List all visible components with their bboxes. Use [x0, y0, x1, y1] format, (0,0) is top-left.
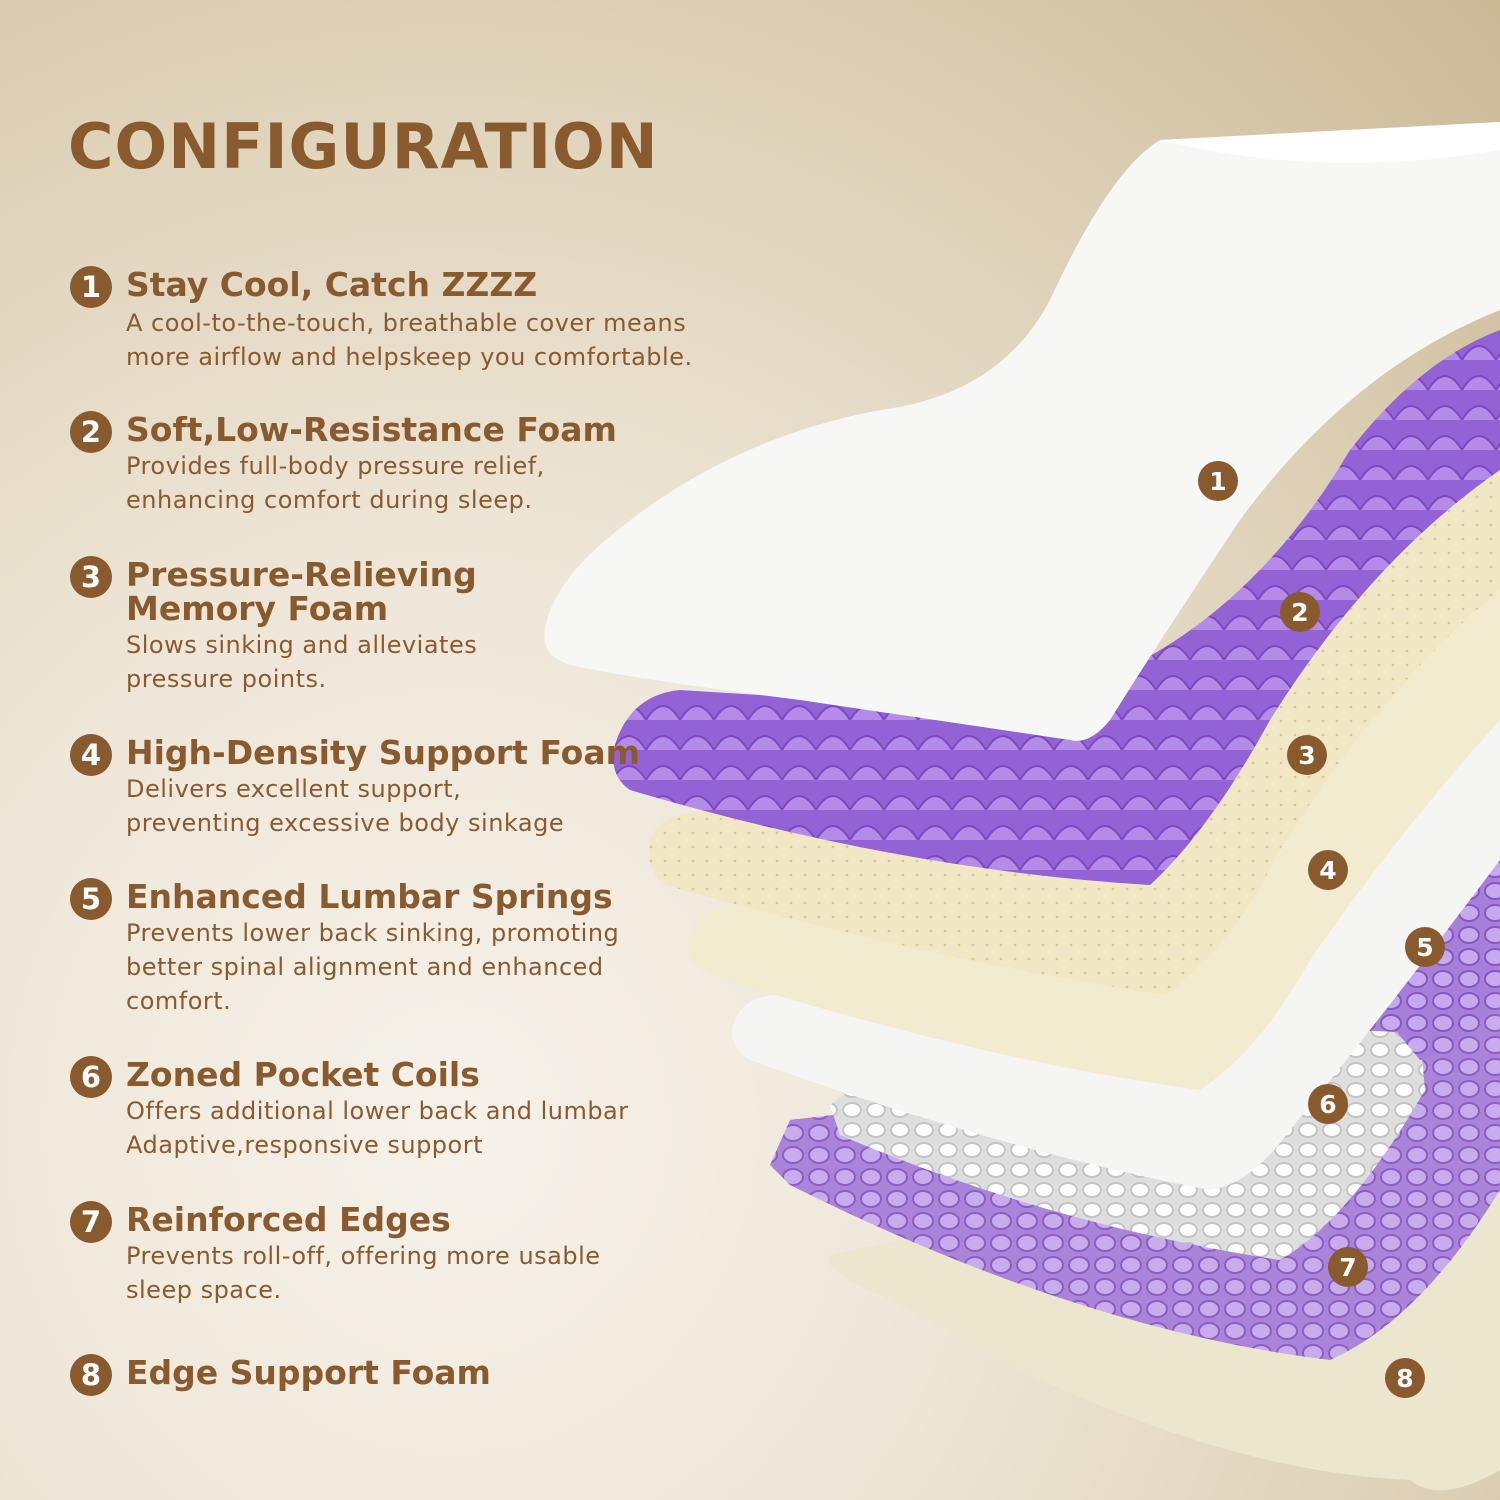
- layer-marker-label: 1: [1209, 467, 1226, 496]
- feature-title: Stay Cool, Catch ZZZZ: [126, 265, 538, 304]
- feature-number-badge: 3: [70, 556, 112, 598]
- layer-soft-low-resistance-foam: [613, 330, 1500, 885]
- layer-marker: 3: [1287, 735, 1327, 775]
- layer-marker-label: 3: [1298, 741, 1315, 770]
- feature-description: A cool-to-the-touch, breathable cover me…: [126, 309, 693, 371]
- layer-marker: 4: [1308, 850, 1348, 890]
- feature-description: Prevents roll-off, offering more usable …: [126, 1242, 601, 1304]
- feature-title: Zoned Pocket Coils: [126, 1055, 480, 1094]
- feature-title: High-Density Support Foam: [126, 733, 640, 772]
- layer-marker: 5: [1405, 927, 1445, 967]
- feature-number-badge: 5: [70, 878, 112, 920]
- feature-number-badge: 2: [70, 411, 112, 453]
- feature-description: Slows sinking and alleviates pressure po…: [126, 631, 478, 693]
- layer-marker-label: 4: [1319, 856, 1336, 885]
- layer-marker-circle: [1198, 461, 1238, 501]
- layer-marker: 8: [1385, 1358, 1425, 1398]
- feature-title: Pressure-Relieving Memory Foam: [126, 555, 477, 628]
- layer-marker: 1: [1198, 461, 1238, 501]
- layer-pressure-relieving-memory-foam: [649, 440, 1500, 995]
- feature-title: Soft,Low-Resistance Foam: [126, 410, 617, 449]
- feature-description: Provides full-body pressure relief, enha…: [126, 452, 545, 514]
- feature-title: Edge Support Foam: [126, 1353, 491, 1392]
- layer-marker: 6: [1308, 1084, 1348, 1124]
- feature-number-badge: 6: [70, 1056, 112, 1098]
- feature-description: Offers additional lower back and lumbar …: [126, 1097, 629, 1159]
- layer-memory-foam-lower: [687, 560, 1500, 1090]
- layer-cool-cover: [544, 122, 1500, 741]
- layer-markers: 1 2 3 4 5 6 7 8: [1198, 461, 1445, 1398]
- layer-marker: 2: [1280, 592, 1320, 632]
- layer-marker-circle: [1405, 927, 1445, 967]
- layer-marker-circle: [1328, 1247, 1368, 1287]
- feature-description: Prevents lower back sinking, promoting b…: [126, 919, 620, 1015]
- layer-marker-label: 6: [1319, 1090, 1336, 1119]
- layer-marker-circle: [1308, 850, 1348, 890]
- layer-marker-circle: [1280, 592, 1320, 632]
- layer-marker-circle: [1308, 1084, 1348, 1124]
- feature-title: Enhanced Lumbar Springs: [126, 877, 613, 916]
- layer-marker: 7: [1328, 1247, 1368, 1287]
- layer-marker-label: 5: [1416, 933, 1433, 962]
- layer-marker-label: 2: [1291, 598, 1308, 627]
- layer-marker-circle: [1385, 1358, 1425, 1398]
- page-title: CONFIGURATION: [68, 110, 659, 183]
- layer-marker-label: 8: [1396, 1364, 1413, 1393]
- layer-marker-label: 7: [1339, 1253, 1356, 1282]
- layer-high-density-support-foam: [732, 700, 1500, 1190]
- feature-number-badge: 1: [70, 266, 112, 308]
- layer-marker-circle: [1287, 735, 1327, 775]
- feature-number-badge: 8: [70, 1354, 112, 1396]
- feature-number-badge: 7: [70, 1201, 112, 1243]
- feature-description: Delivers excellent support, preventing e…: [126, 775, 565, 837]
- feature-title: Reinforced Edges: [126, 1200, 451, 1239]
- feature-number-badge: 4: [70, 734, 112, 776]
